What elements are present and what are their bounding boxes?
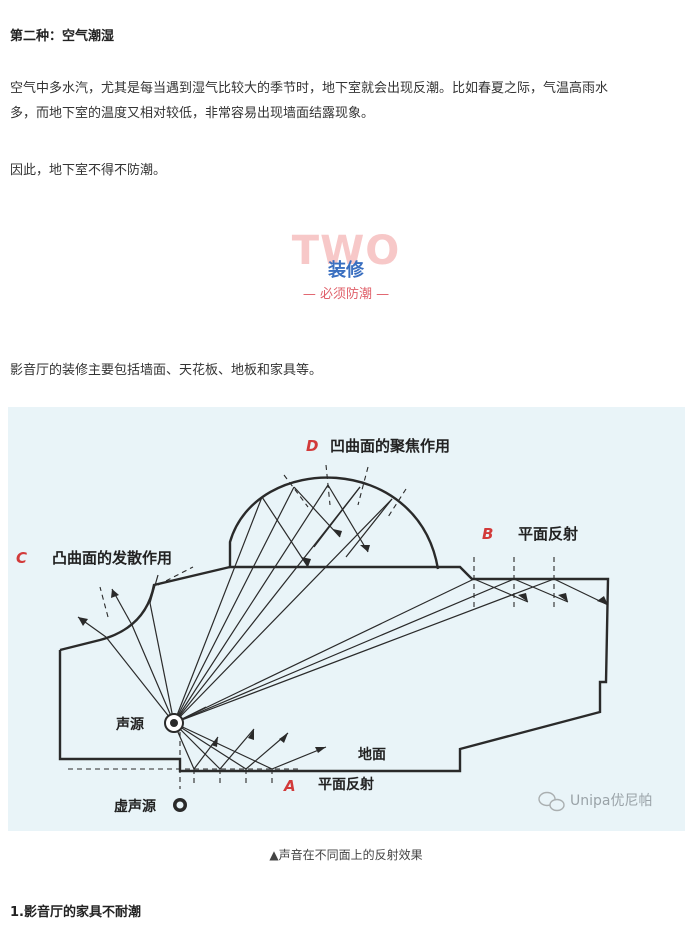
section-number-watermark: TWO [291,228,401,274]
label-b-letter: B [482,525,493,543]
label-concave-focus: 凹曲面的聚焦作用 [330,437,450,455]
paragraph-decoration: 影音厅的装修主要包括墙面、天花板、地板和家具等。 [10,363,323,378]
wechat-icon [538,791,565,812]
label-c-letter: C [16,549,27,567]
section-subtitle: — 必须防潮 — [302,287,390,302]
paragraph-line: 多，而地下室的温度又相对较低，非常容易出现墙面结露现象。 [10,106,375,121]
label-a-letter: A [283,777,296,795]
acoustic-reflection-diagram: D 凹曲面的聚焦作用 B 平面反射 C 凸曲面的发散作用 声源 地面 A 平面反… [8,407,685,831]
label-floor: 地面 [358,746,386,763]
paragraph-therefore: 因此，地下室不得不防潮。 [10,163,167,178]
heading-furniture: 1.影音厅的家具不耐潮 [10,905,141,920]
label-plane-reflection-a: 平面反射 [318,776,374,793]
heading-air-humidity: 第二种：空气潮湿 [10,29,115,44]
label-virtual-source: 虚声源 [114,798,156,815]
watermark-brand: Unipa优尼帕 [570,793,652,809]
paragraph-line: 空气中多水汽，尤其是每当遇到湿气比较大的季节时，地下室就会出现反潮。比如春夏之际… [10,81,609,96]
label-sound-source: 声源 [115,716,144,733]
label-plane-reflection-b: 平面反射 [518,525,578,543]
paragraph-air-humidity: 空气中多水汽，尤其是每当遇到湿气比较大的季节时，地下室就会出现反潮。比如春夏之际… [10,76,688,126]
diagram-svg: D 凹曲面的聚焦作用 B 平面反射 C 凸曲面的发散作用 声源 地面 A 平面反… [16,437,652,815]
label-d-letter: D [306,437,318,455]
label-convex-diffusion: 凸曲面的发散作用 [52,549,172,567]
section-title: 装修 [328,260,364,281]
figure-caption: ▲声音在不同面上的反射效果 [269,848,423,862]
